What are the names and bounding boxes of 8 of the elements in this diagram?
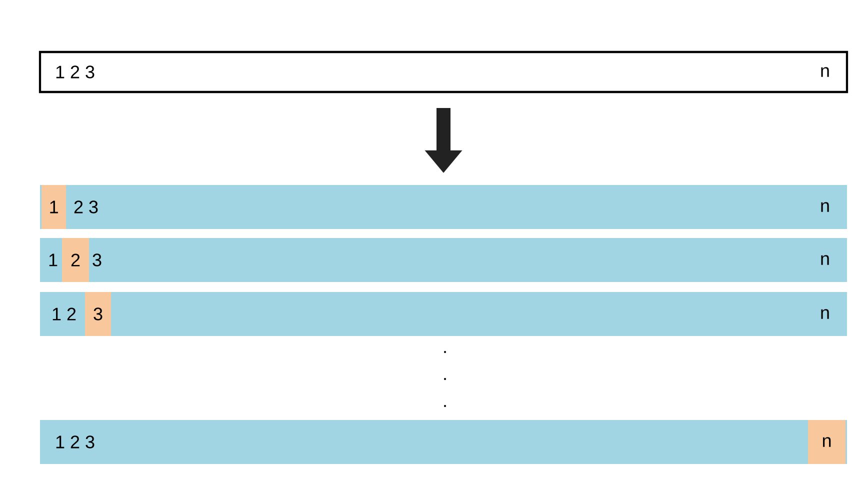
highlighted-cell: n	[808, 420, 846, 464]
highlighted-cell: 1	[42, 185, 66, 229]
sequence-box: 1 2 3 n	[38, 50, 848, 94]
ellipsis-dot: .	[444, 405, 446, 407]
ellipsis-dot: .	[444, 378, 446, 380]
highlighted-cell: 2	[62, 238, 89, 282]
ellipsis-dot: .	[444, 351, 446, 353]
highlighted-cell: 3	[85, 292, 111, 336]
